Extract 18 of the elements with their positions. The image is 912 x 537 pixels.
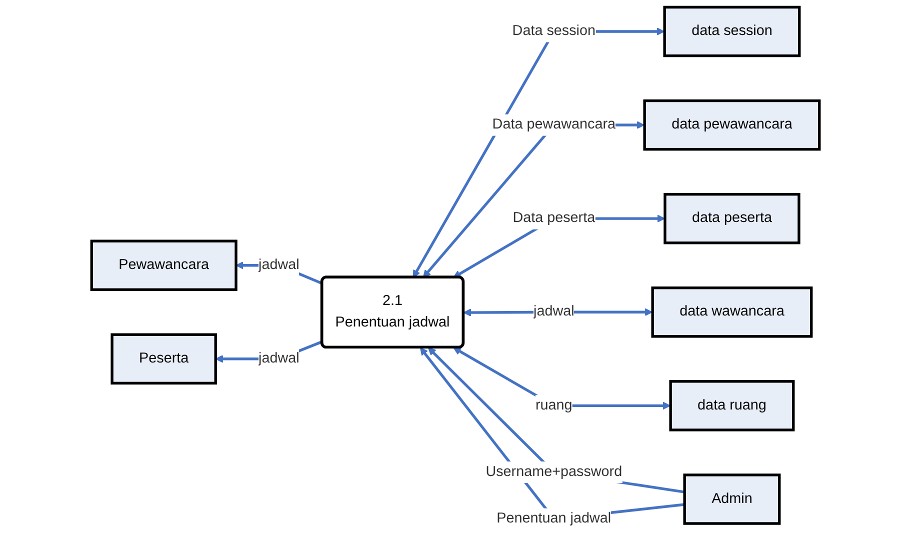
node-box: Admin xyxy=(684,474,782,525)
arrow xyxy=(423,121,646,278)
edge-label: jadwal xyxy=(258,350,300,366)
edge-label: ruang xyxy=(536,398,573,413)
edge-label: jadwal xyxy=(534,304,575,320)
node-box: data wawancara xyxy=(652,286,814,338)
edge-label: Data pewawancara xyxy=(492,116,616,132)
edge-label: jadwal xyxy=(258,257,300,273)
node-box: data peserta xyxy=(664,192,801,244)
edge-label: Penentuan jadwal xyxy=(497,510,612,526)
node-box: Peserta xyxy=(111,333,218,385)
edge-label: Username+password xyxy=(486,464,623,480)
node-box: data pewawancara xyxy=(644,99,822,151)
node-box: data ruang xyxy=(670,380,796,432)
edge-label: Data peserta xyxy=(513,210,596,226)
node-box: Pewawancara xyxy=(90,240,238,291)
node-box: data session xyxy=(664,6,802,58)
edge-label: Data session xyxy=(512,23,596,39)
